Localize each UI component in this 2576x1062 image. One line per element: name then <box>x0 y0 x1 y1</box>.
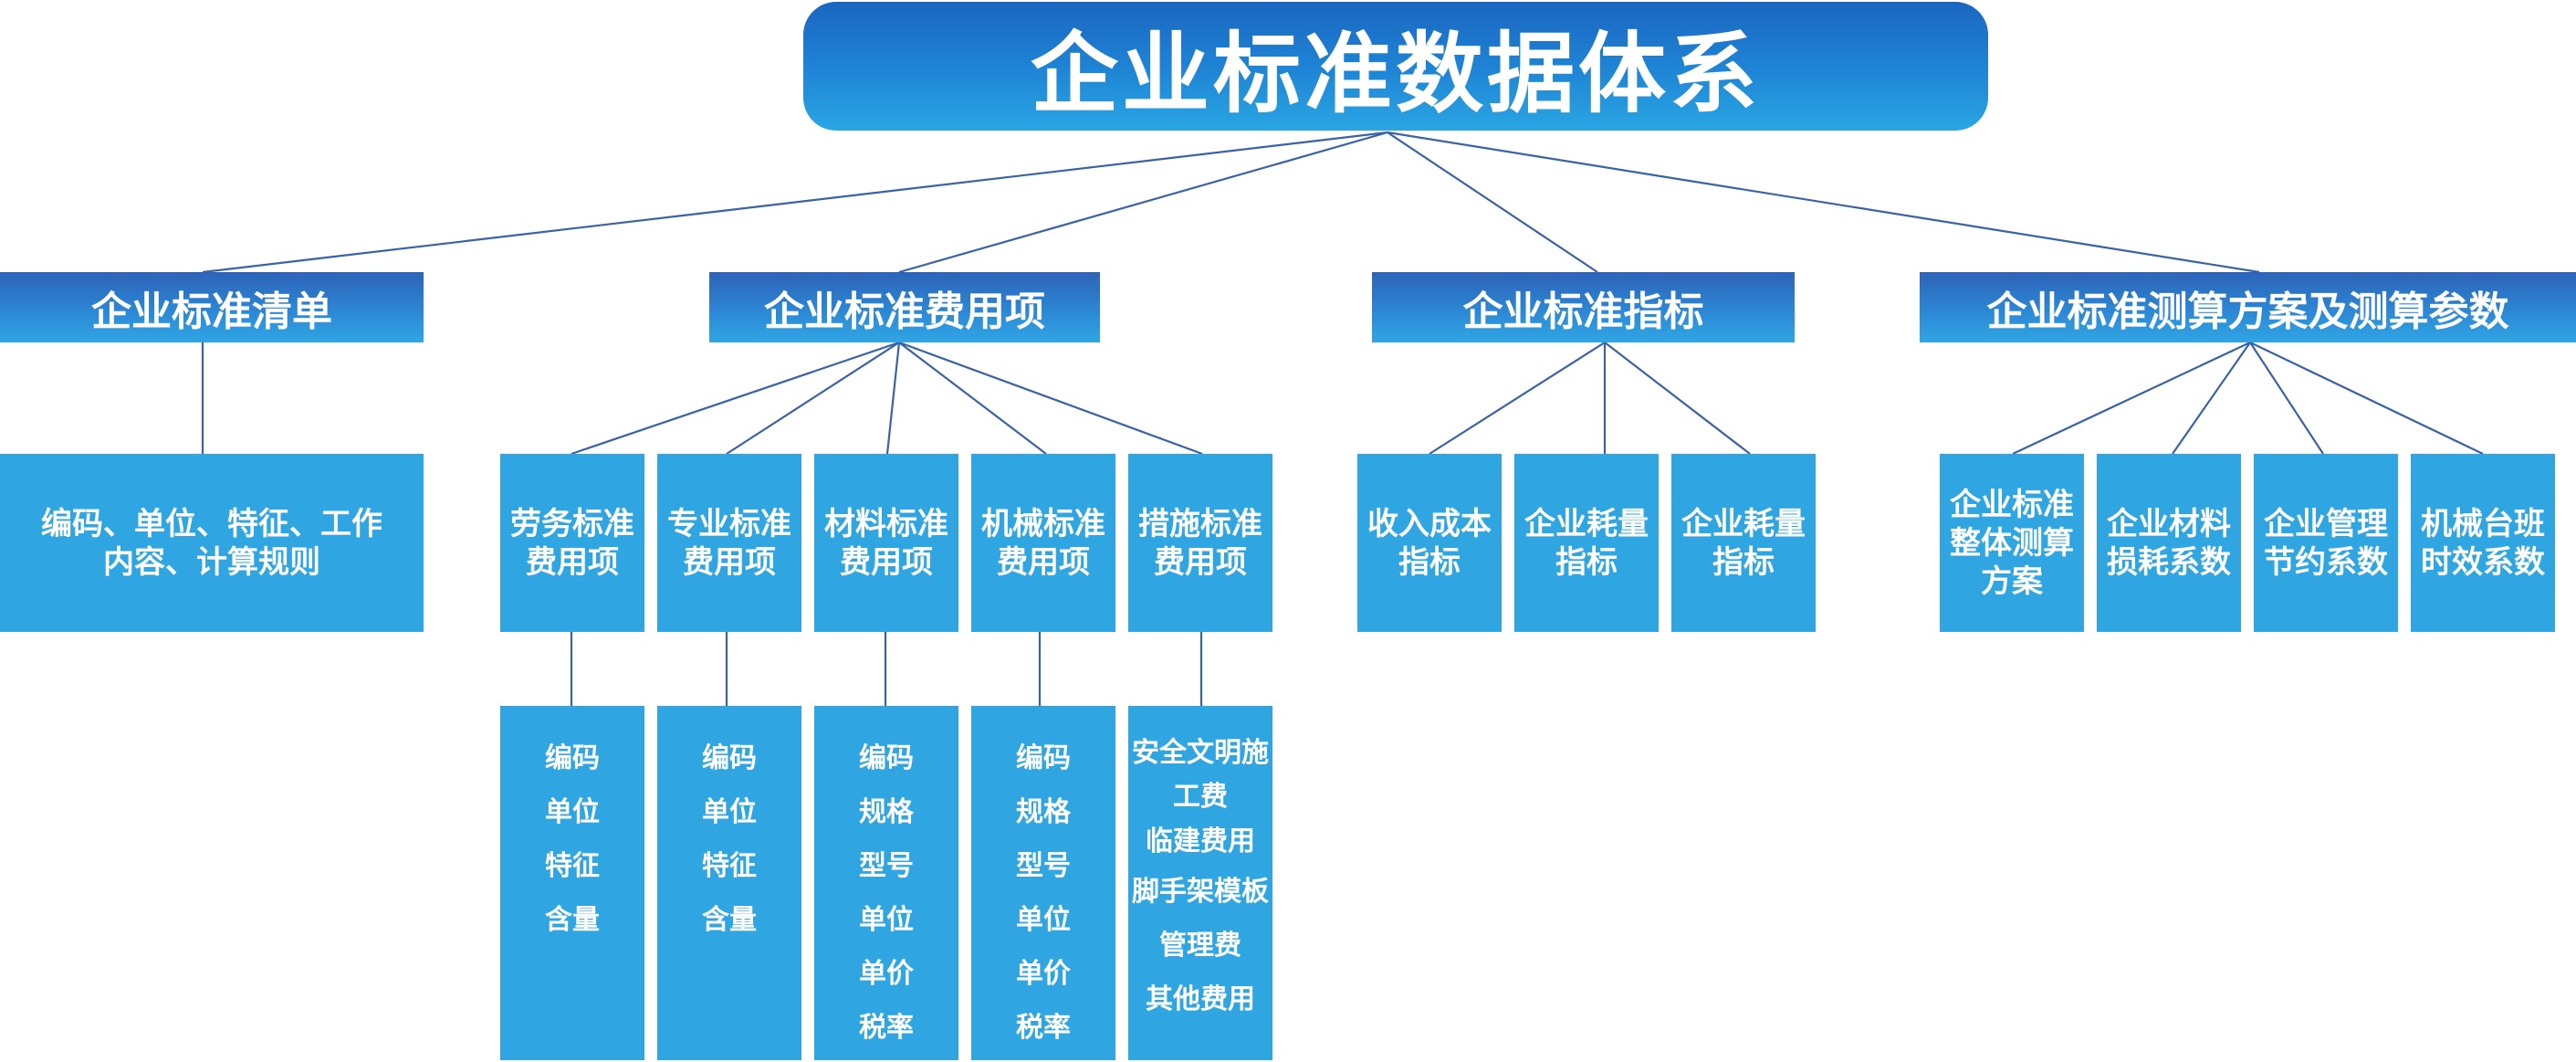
list-item: 安全文明施工费 <box>1132 737 1269 813</box>
link-title-qingdan <box>202 131 1388 274</box>
node-guanli-jieyue: 企业管理节约系数 <box>2254 454 2398 632</box>
link-cesuan-4 <box>2249 342 2484 455</box>
node-zhengti-cesuan: 企业标准整体测算方案 <box>1940 454 2084 632</box>
link-feiyong-jixie <box>898 342 1047 455</box>
list-item: 型号 <box>1016 850 1071 882</box>
list-item: 脚手架模板 <box>1132 876 1269 908</box>
list-item: 单价 <box>859 958 914 990</box>
node-jixie-shixiao: 机械台班时效系数 <box>2411 454 2555 632</box>
node-laowu: 劳务标准费用项 <box>500 454 644 632</box>
link-cesuan-1 <box>2012 342 2251 455</box>
list-item: 型号 <box>859 850 914 882</box>
link-zhibiao-1 <box>1429 342 1606 455</box>
link-feiyong-zhuanye <box>726 342 900 455</box>
detail-cuoshi: 安全文明施工费 临建费用 脚手架模板 管理费 其他费用 <box>1128 706 1272 1060</box>
link-zhibiao-3 <box>1604 342 1751 455</box>
detail-zhuanye: 编码 单位 特征 含量 <box>657 706 801 1060</box>
detail-cailiao: 编码 规格 型号 单位 单价 税率 <box>814 706 958 1060</box>
node-zhibiao: 企业标准指标 <box>1372 272 1795 342</box>
list-item: 特征 <box>702 850 757 882</box>
node-feiyong: 企业标准费用项 <box>709 272 1100 342</box>
node-qingdan: 企业标准清单 <box>0 272 424 342</box>
list-item: 含量 <box>545 904 600 936</box>
list-item: 税率 <box>859 1012 914 1044</box>
list-item: 编码 <box>1016 742 1071 774</box>
link-cesuan-3 <box>2249 342 2324 455</box>
detail-laowu: 编码 单位 特征 含量 <box>500 706 644 1060</box>
node-shouru-chengben: 收入成本指标 <box>1357 454 1502 632</box>
node-cailiao: 材料标准费用项 <box>814 454 958 632</box>
node-jixie: 机械标准费用项 <box>971 454 1115 632</box>
list-item: 单位 <box>545 796 600 828</box>
list-item: 管理费 <box>1159 930 1241 962</box>
link-title-zhibiao <box>1387 131 1598 273</box>
list-item: 单位 <box>702 796 757 828</box>
node-cesuan: 企业标准测算方案及测算参数 <box>1920 272 2576 342</box>
link-title-feiyong <box>898 131 1388 274</box>
node-qingdan-detail: 编码、单位、特征、工作内容、计算规则 <box>0 454 424 632</box>
node-zhuanye: 专业标准费用项 <box>657 454 801 632</box>
list-item: 税率 <box>1016 1012 1071 1044</box>
list-item: 编码 <box>545 742 600 774</box>
link-feiyong-cuoshi <box>898 341 1203 456</box>
link-title-cesuan <box>1387 131 2260 274</box>
list-item: 单位 <box>859 904 914 936</box>
list-item: 单位 <box>1016 904 1071 936</box>
link-feiyong-laowu <box>571 341 900 456</box>
detail-jixie: 编码 规格 型号 单位 单价 税率 <box>971 706 1115 1060</box>
diagram-title: 企业标准数据体系 <box>803 2 1988 131</box>
list-item: 含量 <box>702 904 757 936</box>
list-item: 规格 <box>859 796 914 828</box>
link-feiyong-cailiao <box>885 342 901 455</box>
list-item: 编码 <box>859 742 914 774</box>
list-item: 编码 <box>702 742 757 774</box>
list-item: 特征 <box>545 850 600 882</box>
link-cesuan-2 <box>2172 342 2251 455</box>
list-item: 临建费用 <box>1146 825 1255 857</box>
list-item: 单价 <box>1016 958 1071 990</box>
node-cuoshi: 措施标准费用项 <box>1128 454 1272 632</box>
node-cailiao-sunhao: 企业材料损耗系数 <box>2097 454 2241 632</box>
node-haoliang-2: 企业耗量指标 <box>1671 454 1816 632</box>
list-item: 规格 <box>1016 796 1071 828</box>
node-haoliang-1: 企业耗量指标 <box>1514 454 1659 632</box>
list-item: 其他费用 <box>1146 983 1255 1015</box>
